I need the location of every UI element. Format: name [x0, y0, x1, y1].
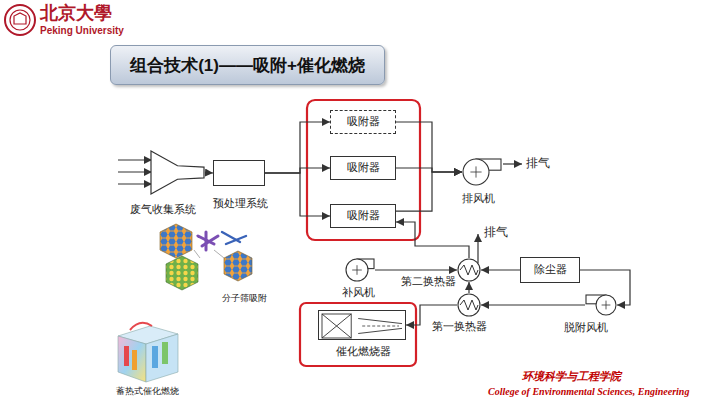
fan-symbol	[462, 158, 502, 186]
flow-connector	[265, 122, 330, 173]
flow-connector	[265, 173, 330, 216]
heat-exchanger: 第一换热器	[457, 293, 481, 317]
flow-connector	[396, 122, 462, 172]
university-emblem	[5, 5, 35, 35]
exhaust-label: 排气	[484, 225, 508, 239]
circle-symbol	[457, 258, 481, 282]
flow-connector	[396, 222, 469, 258]
adsorber-highlight	[307, 100, 420, 240]
node-label: 催化燃烧器	[336, 345, 391, 359]
node-label: 除尘器	[534, 263, 567, 277]
inlet-arrows	[118, 160, 152, 184]
burner-symbol	[319, 311, 407, 341]
collection-funnel: 废气收集系统	[150, 150, 205, 195]
picture-caption: 分子筛吸附	[222, 293, 267, 304]
picture-caption: 蓄热式催化燃烧	[116, 386, 179, 397]
catalytic-burner: 催化燃烧器	[318, 310, 406, 340]
makeup-fan: 补风机	[345, 258, 375, 282]
rco-unit-picture	[118, 323, 178, 382]
slide-title: 组合技术(1)——吸附+催化燃烧	[130, 54, 365, 77]
flow-connector	[205, 172, 213, 174]
desorption-fan: 脱附风机	[585, 294, 617, 316]
flow-connector	[481, 269, 520, 270]
adsorber-box: 吸附器	[330, 204, 396, 228]
node-label: 吸附器	[347, 209, 380, 223]
node-label: 脱附风机	[564, 321, 608, 335]
flow-connector	[481, 304, 585, 305]
exhaust-arrow	[477, 234, 478, 263]
exhaust-arrow	[503, 163, 522, 164]
standby-adsorber: 吸附器	[330, 110, 396, 134]
university-name: 北京大學	[40, 3, 112, 25]
college-name: 环境科学与工程学院	[522, 370, 621, 383]
node-label: 第一换热器	[432, 320, 487, 334]
title-band: 组合技术(1)——吸附+催化燃烧	[110, 45, 385, 85]
adsorber-box: 吸附器	[330, 156, 396, 180]
circle-symbol	[457, 293, 481, 317]
flow-connector	[396, 172, 462, 211]
heat-exchanger: 第二换热器	[457, 258, 481, 282]
flow-connector	[375, 269, 457, 270]
college-name-en: College of Environmental Sciences, Engin…	[488, 386, 689, 398]
molecular-sieve-picture	[160, 224, 252, 290]
node-label: 预处理系统	[213, 197, 268, 211]
funnel-symbol	[150, 150, 205, 195]
flow-connector	[468, 282, 469, 293]
node-label: 第二换热器	[401, 275, 456, 289]
node-label: 吸附器	[347, 115, 380, 129]
university-name-en: Peking University	[40, 25, 124, 37]
burner-highlight	[300, 303, 416, 366]
exhaust-fan: 排风机	[462, 158, 502, 186]
pretreatment-box: 预处理系统	[213, 160, 265, 186]
fan-symbol	[585, 294, 617, 316]
fan-symbol	[345, 258, 375, 282]
node-label: 废气收集系统	[130, 203, 196, 217]
node-label: 排风机	[462, 192, 495, 206]
flow-connector	[265, 168, 330, 173]
node-label: 吸附器	[347, 161, 380, 175]
exhaust-label: 排气	[526, 156, 550, 170]
dust-collector: 除尘器	[520, 257, 580, 283]
node-label: 补风机	[342, 286, 375, 300]
